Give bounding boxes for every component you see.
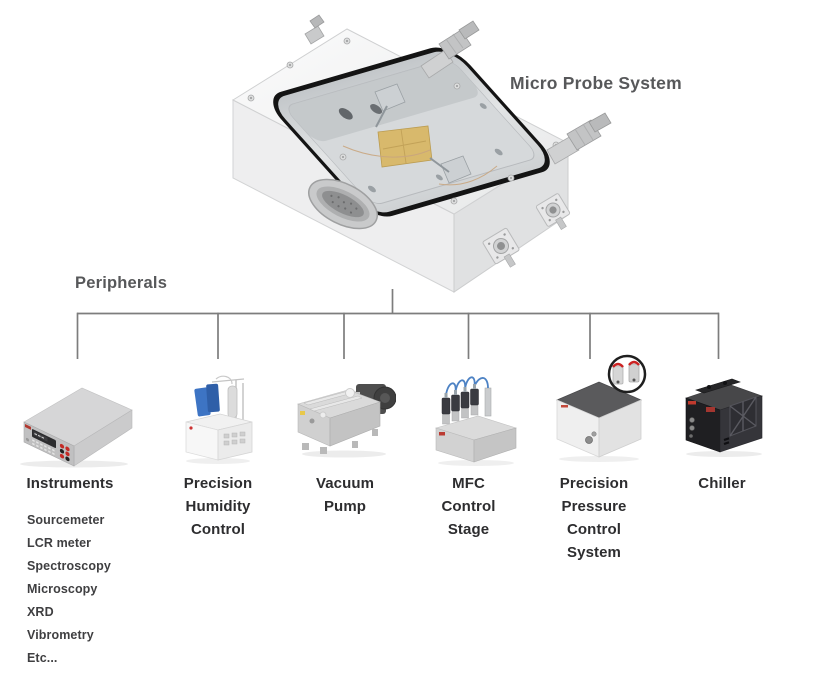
- peripheral-label-chiller: Chiller: [698, 475, 746, 492]
- peripheral-vacuum-pump: Vacuum Pump: [294, 370, 396, 530]
- vacuum-pump-icon: [297, 384, 396, 458]
- pressure-control-icon: [555, 354, 647, 462]
- peripheral-label-vacuum-pump: Vacuum Pump: [315, 475, 375, 515]
- instrument-list: Sourcemeter LCR meter Spectroscopy Micro…: [27, 509, 111, 670]
- peripheral-label-humidity-control: Precision Humidity Control: [183, 475, 253, 538]
- peripheral-mfc-control-stage: MFC Control Stage: [433, 370, 518, 550]
- peripheral-label-pressure-control: Precision Pressure Control System: [559, 475, 629, 561]
- peripheral-pressure-control: Precision Pressure Control System: [546, 352, 647, 582]
- chiller-icon: [685, 378, 763, 457]
- instrument-list-item: Spectroscopy: [27, 559, 111, 573]
- instrument-list-item: Etc...: [27, 651, 58, 665]
- peripheral-instruments: Instruments Sourcemeter LCR meter Spectr…: [8, 370, 138, 670]
- humidity-control-icon: [185, 375, 253, 464]
- sourcemeter-icon: [20, 387, 133, 468]
- instrument-list-item: Sourcemeter: [27, 513, 105, 527]
- peripheral-label-instruments: Instruments: [26, 475, 114, 492]
- instrument-list-item: XRD: [27, 605, 54, 619]
- micro-probe-system-image: [231, 14, 612, 293]
- instrument-list-item: LCR meter: [27, 536, 92, 550]
- instrument-list-item: Microscopy: [27, 582, 98, 596]
- mfc-control-stage-icon: [434, 376, 518, 466]
- peripheral-label-mfc-control-stage: MFC Control Stage: [441, 475, 496, 538]
- system-title: Micro Probe System: [510, 73, 682, 93]
- peripherals-title: Peripherals: [75, 274, 168, 292]
- peripheral-chiller: Chiller: [672, 370, 772, 530]
- peripheral-humidity-control: Precision Humidity Control: [170, 370, 266, 550]
- instrument-list-item: Vibrometry: [27, 628, 94, 642]
